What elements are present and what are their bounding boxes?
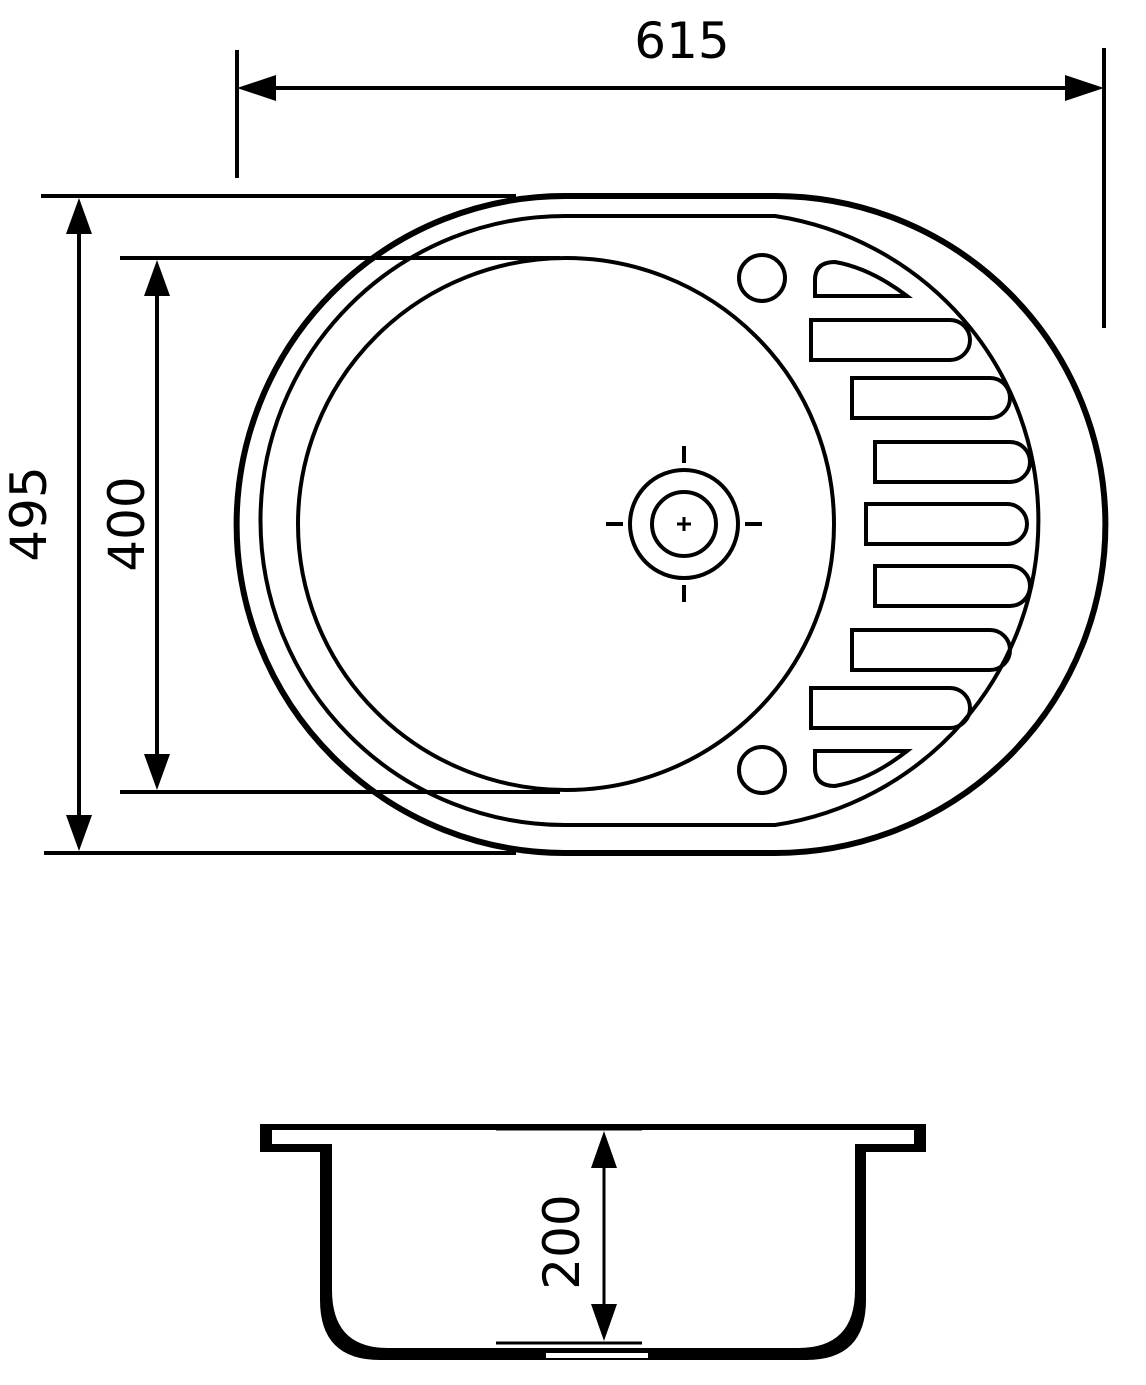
drainboard-rib	[850, 628, 1012, 672]
drain-outlet	[544, 1351, 650, 1360]
drainboard-rib	[864, 502, 1029, 546]
drainboard-rib	[873, 440, 1032, 484]
drain-icon	[606, 446, 762, 602]
drainboard-rib	[850, 376, 1012, 420]
inner-rim	[258, 214, 1041, 827]
bowl-diameter-label: 400	[98, 476, 156, 571]
arrow-up-icon	[591, 1131, 617, 1168]
outer-rim	[233, 193, 1109, 856]
sink-profile-inner	[272, 1130, 914, 1348]
width-dimension: 615	[235, 12, 1106, 328]
arrow-up-icon	[66, 198, 92, 234]
overflow-hole-top-icon	[737, 253, 787, 303]
arrow-down-icon	[144, 754, 170, 790]
bowl	[296, 256, 836, 792]
arrow-down-icon	[66, 815, 92, 851]
drainboard-ribs	[809, 318, 1032, 730]
depth-label: 495	[0, 466, 58, 561]
bowl-depth-dimension: 200	[496, 1127, 642, 1345]
width-label: 615	[634, 12, 729, 70]
drainboard-slot-top	[813, 259, 913, 298]
drainboard-rib	[873, 564, 1032, 608]
bowl-depth-label: 200	[533, 1194, 591, 1289]
bowl-dimension: 400	[98, 256, 560, 794]
side-view: 200	[260, 1124, 926, 1360]
overflow-hole-bottom-icon	[737, 745, 787, 795]
arrow-right-icon	[1065, 75, 1104, 101]
arrow-up-icon	[144, 260, 170, 296]
arrow-left-icon	[237, 75, 276, 101]
drainboard-slot-bottom	[813, 749, 913, 789]
top-view: 615 495 400	[0, 12, 1109, 856]
drainboard-rib	[809, 318, 972, 362]
arrow-down-icon	[591, 1304, 617, 1341]
depth-dimension: 495	[0, 194, 516, 855]
drainboard-rib	[809, 686, 972, 730]
